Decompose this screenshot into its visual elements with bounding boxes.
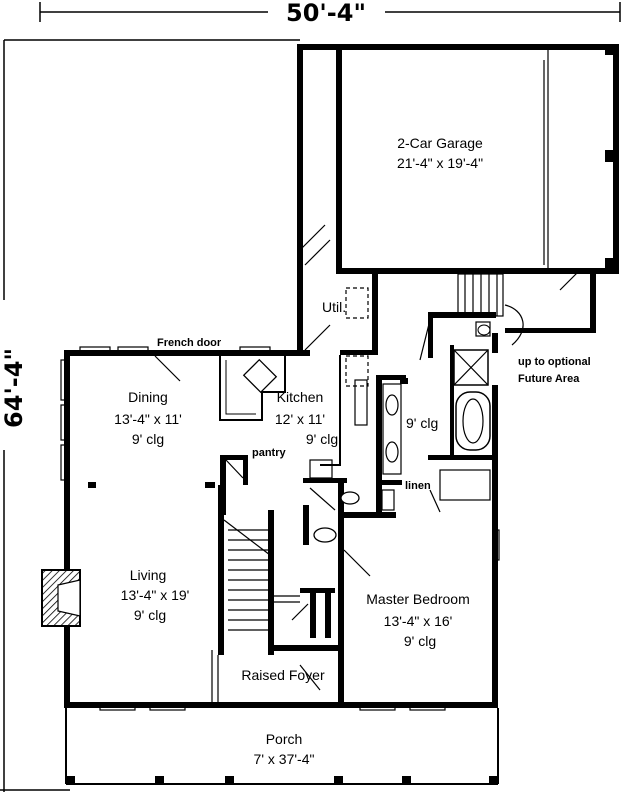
wall-post [205, 482, 215, 488]
dining-size: 13'-4" x 11' [114, 411, 182, 427]
kitchen-name: Kitchen [277, 389, 324, 405]
porch-size: 7' x 37'-4" [254, 751, 315, 767]
kitchen-ceiling: 9' clg [306, 431, 338, 447]
depth-dimension-line [0, 39, 300, 792]
pantry-label: pantry [252, 447, 287, 459]
wall-post [88, 482, 96, 488]
french-door-label: French door [157, 337, 222, 349]
garage-size: 21'-4" x 19'-4" [397, 155, 483, 171]
master-bedroom-ceiling: 9' clg [404, 633, 436, 649]
depth-label: 64'-4" [0, 348, 28, 428]
living-name: Living [130, 567, 167, 583]
master-window [493, 529, 500, 561]
dining-windows [60, 346, 271, 481]
porch [65, 704, 499, 785]
master-bedroom-name: Master Bedroom [366, 591, 469, 607]
fireplace [41, 569, 81, 627]
interior-walls [211, 287, 496, 708]
width-label: 50'-4" [286, 0, 366, 27]
width-dimension-line [39, 2, 621, 22]
house-outer-walls [64, 274, 498, 708]
master-bath-ceiling: 9' clg [406, 415, 438, 431]
future-area-note-2: Future Area [518, 373, 580, 385]
dining-name: Dining [128, 389, 168, 405]
dining-ceiling: 9' clg [132, 431, 164, 447]
future-area-stair [457, 268, 596, 346]
porch-name: Porch [266, 731, 303, 747]
kitchen-size: 12' x 11' [275, 411, 325, 427]
garage-name: 2-Car Garage [397, 135, 483, 151]
future-area-note-1: up to optional [518, 356, 591, 368]
living-size: 13'-4" x 19' [121, 587, 190, 603]
foyer-label: Raised Foyer [241, 667, 325, 683]
util-label: Util. [322, 299, 346, 315]
master-bedroom-size: 13'-4" x 16' [384, 613, 453, 629]
linen-label: linen [405, 480, 431, 492]
living-ceiling: 9' clg [134, 607, 166, 623]
garage-walls [297, 44, 619, 274]
